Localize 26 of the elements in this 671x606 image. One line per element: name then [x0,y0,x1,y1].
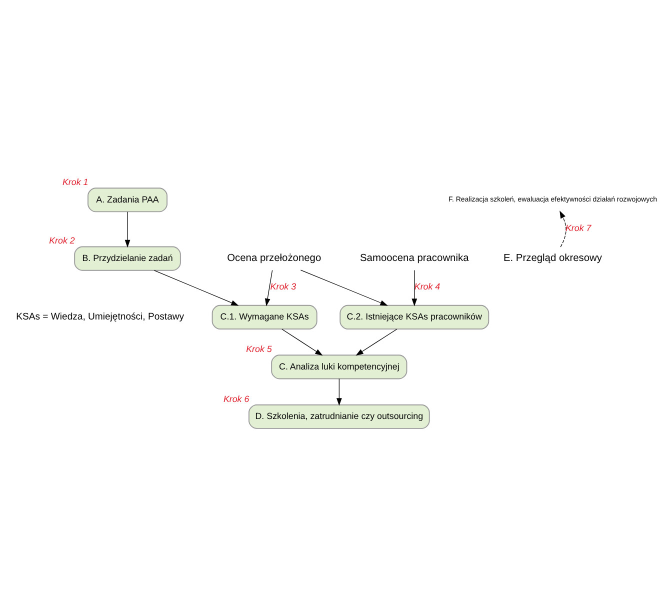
node-text: Samoocena pracownika [360,252,469,264]
arrow [124,211,130,248]
node-label: Krok 1 [62,176,88,187]
node-label: Krok 5 [246,344,272,354]
arrow [264,269,273,306]
arrow [356,328,398,356]
arrow [412,269,418,306]
arrow [154,270,239,306]
node-box: A. Zadania PAA [88,187,168,212]
label: KSAs = Wiedza, Umiejętności, Postawy [16,310,184,322]
node-box: C.2. Istniejące KSAs pracowników [340,304,490,329]
node-text: Ocena przełożonego [227,252,322,264]
node-box: D. Szkolenia, zatrudnianie czy outsourcing [248,404,430,428]
arrow [336,378,342,406]
edge-label: Krok 7 [565,222,592,232]
edge-label: Krok 4 [414,281,440,292]
arrow [560,210,566,247]
node-label: Krok 6 [223,393,250,404]
node-text: E. Przegląd okresowy [503,252,602,264]
arrow [300,269,388,306]
node-box: C.1. Wymagane KSAs [212,304,318,329]
node-label: Krok 2 [49,235,75,246]
edge-label: Krok 3 [270,281,296,292]
node-box: B. Przydzielanie zadań [74,246,181,270]
arrow [282,328,323,356]
node-box: C. Analiza luki kompetencyjnej [271,354,408,379]
